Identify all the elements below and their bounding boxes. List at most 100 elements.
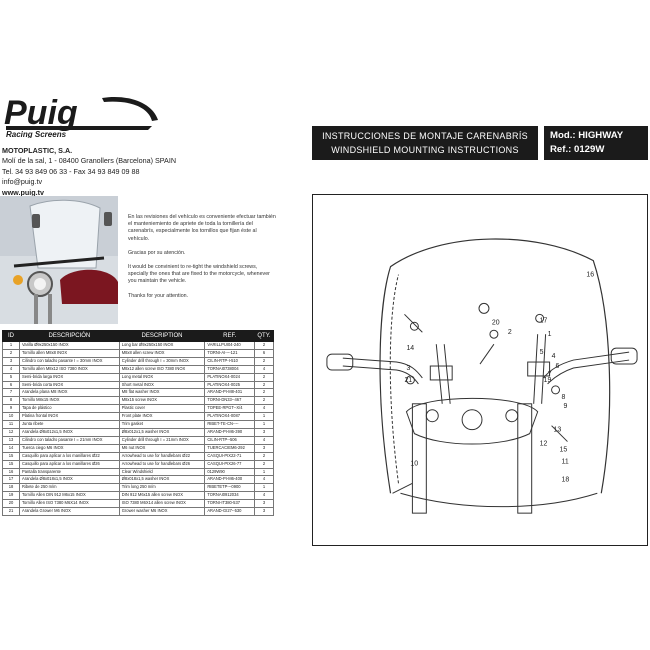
part-qty: 4 bbox=[254, 475, 274, 485]
part-qty: 4 bbox=[254, 364, 274, 374]
part-description: Trim gasket bbox=[118, 420, 206, 429]
part-description: M8x12 allen screw ISO 7380 INOX bbox=[118, 364, 206, 374]
part-id: 19 bbox=[2, 491, 20, 501]
callout-number: 1 bbox=[548, 331, 552, 338]
part-ref: CASQUI-PIX26-77 bbox=[204, 459, 255, 469]
maintenance-notes: En las revisiones del vehículo es conven… bbox=[128, 214, 278, 307]
callout-number: 14 bbox=[406, 345, 414, 352]
part-id: 20 bbox=[2, 499, 20, 509]
part-descripcion: Tapa de plástico bbox=[19, 404, 120, 414]
col-descripcion: DESCRIPCIÓN bbox=[19, 330, 120, 342]
part-id: 12 bbox=[2, 427, 20, 437]
callout-number: 20 bbox=[492, 319, 500, 326]
note-english-thanks: Thanks for your attention. bbox=[128, 292, 189, 299]
part-qty: 3 bbox=[254, 499, 274, 509]
callout-number: 10 bbox=[410, 460, 418, 467]
part-id: 21 bbox=[2, 507, 20, 516]
part-qty: 6 bbox=[254, 348, 274, 358]
part-descripcion: Ribete de 250 m/m bbox=[19, 483, 120, 493]
part-id: 13 bbox=[2, 435, 20, 445]
model-ref-bar: Mod.: HIGHWAY Ref.: 0129W bbox=[544, 126, 648, 160]
part-ref: ARAND-PI-M8-401 bbox=[204, 388, 255, 398]
part-qty: 2 bbox=[254, 396, 274, 406]
part-description: Clear Windshield bbox=[118, 467, 206, 477]
part-descripcion: Arandela Ø8x018x1,5 INOX bbox=[19, 475, 120, 485]
part-qty: 2 bbox=[254, 388, 274, 398]
note-spanish: En las revisiones del vehículo es conven… bbox=[128, 214, 276, 242]
col-qty: QTY. bbox=[254, 330, 274, 342]
part-qty: 1 bbox=[254, 467, 274, 477]
callout-number: 7 bbox=[548, 371, 552, 378]
title-english: WINDSHIELD MOUNTING INSTRUCTIONS bbox=[331, 145, 519, 155]
part-descripcion: Cilindro con taladro pasante I = 30mm IN… bbox=[19, 356, 120, 366]
logo-subtitle: Racing Screens bbox=[6, 130, 67, 138]
part-descripcion: Casquillo para aplicar a los manillares … bbox=[19, 451, 120, 461]
part-descripcion: Tornillo M8x15 INOX bbox=[19, 396, 120, 406]
part-qty: 1 bbox=[254, 483, 274, 493]
part-ref: TORNI-AI----121 bbox=[204, 348, 255, 358]
part-descripcion: Semi-brida corta INOX bbox=[19, 380, 120, 390]
part-id: 3 bbox=[2, 356, 20, 366]
part-id: 4 bbox=[2, 364, 20, 374]
company-website: www.puig.tv bbox=[2, 187, 45, 197]
note-english: It would be convinient to re-tight the w… bbox=[128, 264, 270, 285]
callout-number: 6 bbox=[556, 363, 560, 370]
callout-number: 17 bbox=[540, 317, 548, 324]
callout-number: 8 bbox=[562, 394, 566, 401]
part-qty: 2 bbox=[254, 451, 274, 461]
part-descripcion: Arandela plana M8 INOX bbox=[19, 388, 120, 398]
part-description: Trim long 250 m/m bbox=[118, 483, 206, 493]
callout-number: 13 bbox=[554, 427, 562, 434]
parts-table-header: ID DESCRIPCIÓN DESCRIPTION REF. QTY. bbox=[2, 330, 274, 342]
part-ref: RIBETETP---0900 bbox=[204, 483, 255, 493]
part-descripcion: Arandela Grower M6 INOX bbox=[19, 507, 120, 516]
callout-number: 11 bbox=[562, 458, 569, 465]
part-description: Grower washer M6 INOX bbox=[118, 507, 206, 516]
col-ref: REF. bbox=[204, 330, 255, 342]
part-descripcion: Semi-brida larga INOX bbox=[19, 372, 120, 382]
instructions-title-bar: INSTRUCCIONES DE MONTAJE CARENABRÍS WIND… bbox=[312, 126, 538, 160]
part-id: 11 bbox=[2, 420, 20, 429]
part-description: M6 nut INOX bbox=[118, 443, 206, 453]
ref-label: Ref.: 0129W bbox=[550, 144, 605, 155]
callout-number: 12 bbox=[540, 441, 548, 448]
callout-number: 15 bbox=[560, 447, 568, 454]
part-id: 2 bbox=[2, 348, 20, 358]
part-qty: 2 bbox=[254, 356, 274, 366]
part-ref: PLATINOX4-0024 bbox=[204, 372, 255, 382]
puig-logo: Puig Racing Screens bbox=[4, 94, 158, 138]
part-ref: RIBET-TE-CN---- bbox=[204, 420, 255, 429]
col-id: ID bbox=[2, 330, 20, 342]
part-descripcion: Cilindro con taladro pasante I = 21mm IN… bbox=[19, 435, 120, 445]
part-ref: TORNI-IT380-537 bbox=[204, 499, 255, 509]
part-id: 14 bbox=[2, 443, 20, 453]
callout-number: 2 bbox=[508, 329, 512, 336]
part-qty: 4 bbox=[254, 435, 274, 445]
callout-number: 3 bbox=[406, 365, 410, 372]
part-ref: TORNI-DN33--467 bbox=[204, 396, 255, 406]
part-id: 16 bbox=[2, 467, 20, 477]
part-id: 18 bbox=[2, 483, 20, 493]
part-ref: ARAND-PI-M6-400 bbox=[204, 475, 255, 485]
part-qty: 2 bbox=[254, 372, 274, 382]
part-id: 8 bbox=[2, 396, 20, 406]
part-id: 9 bbox=[2, 404, 20, 414]
part-description: Cylinder drill through I = 30mm INOX bbox=[118, 356, 206, 366]
part-id: 10 bbox=[2, 412, 20, 422]
part-description: Ø8x018x1,5 washer INOX bbox=[118, 475, 206, 485]
part-qty: 3 bbox=[254, 427, 274, 437]
